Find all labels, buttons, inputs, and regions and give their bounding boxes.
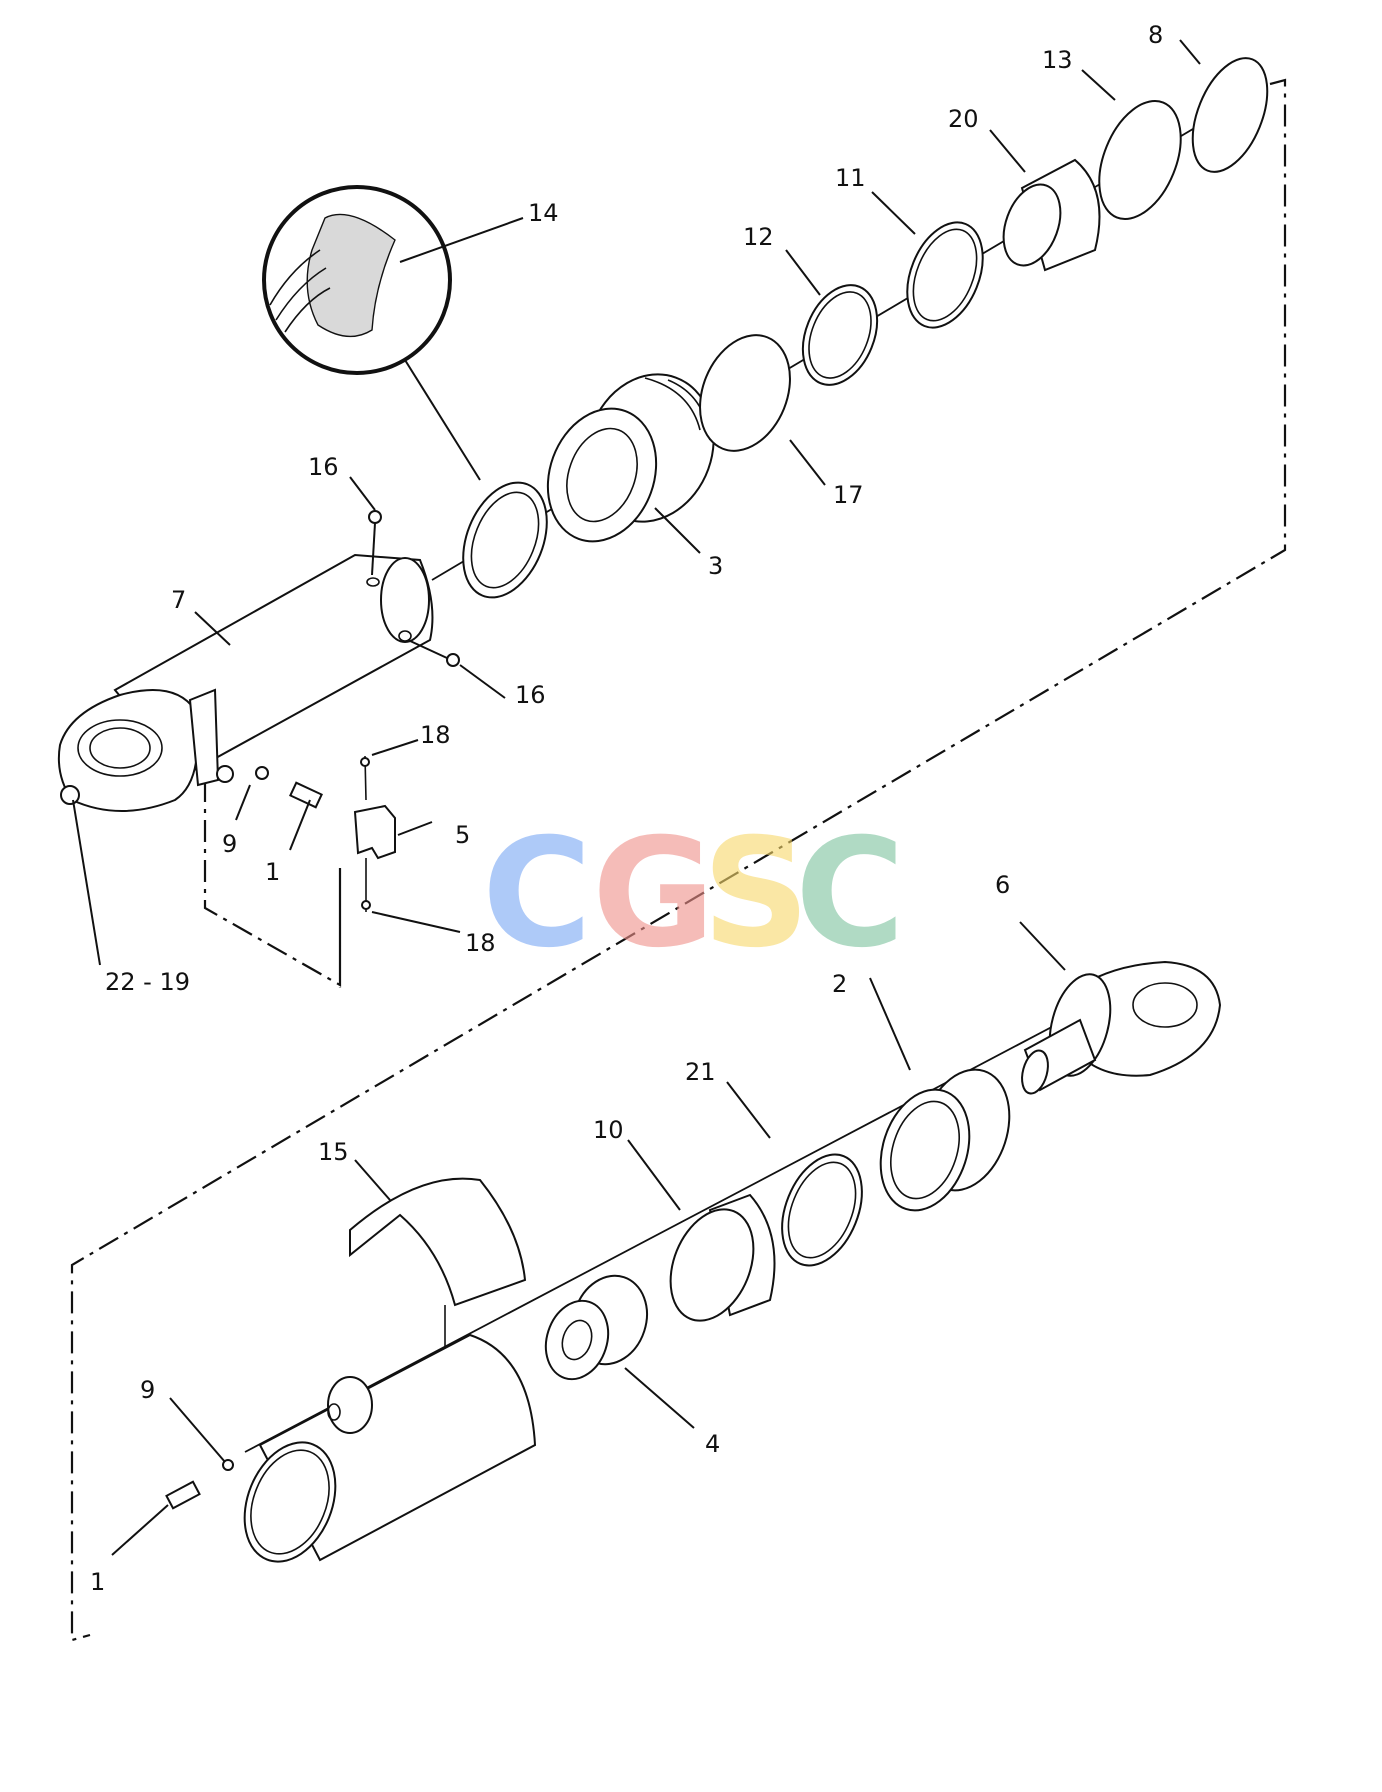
callout-14: 14 (528, 199, 559, 227)
callout-2: 2 (832, 970, 847, 998)
callout-8: 8 (1148, 21, 1163, 49)
callout-11: 11 (835, 164, 866, 192)
callout-21: 21 (685, 1058, 716, 1086)
ring-12 (801, 284, 879, 386)
callout-9-upper: 9 (222, 830, 237, 858)
callout-5: 5 (455, 821, 470, 849)
assembly-boundary-line (70, 78, 1287, 1642)
callout-18-bottom: 18 (465, 929, 496, 957)
callout-1-upper: 1 (265, 858, 280, 886)
bracket-boundary-line (203, 700, 342, 988)
callout-6: 6 (995, 871, 1010, 899)
plug (327, 1376, 373, 1434)
ring-11 (906, 221, 984, 329)
detail-magnifier (262, 185, 524, 481)
cylinder-barrel (57, 553, 434, 812)
leader-14-a (399, 217, 524, 263)
callout-15: 15 (318, 1138, 349, 1166)
callout-17: 17 (833, 481, 864, 509)
callout-1-lower: 1 (90, 1568, 105, 1596)
callout-18-top: 18 (420, 721, 451, 749)
spacer-4 (544, 1274, 648, 1381)
dowel-ball-top (368, 510, 382, 524)
piston-2 (879, 1068, 1011, 1212)
callout-22-19: 22 - 19 (105, 968, 190, 996)
callout-20: 20 (948, 105, 979, 133)
callout-12: 12 (743, 223, 774, 251)
watermark-letter-s: S (702, 807, 810, 981)
watermark-letter-c1: C (482, 807, 592, 981)
callout-7: 7 (171, 586, 186, 614)
cylinder-tube (243, 1333, 537, 1563)
callout-13: 13 (1042, 46, 1073, 74)
wear-band-10 (669, 1193, 776, 1322)
callout-16-top: 16 (308, 453, 339, 481)
bracket-part (353, 804, 396, 860)
ring-13 (1098, 99, 1182, 221)
leader-lines (72, 39, 1201, 1556)
ring-21 (781, 1153, 863, 1267)
callout-9-lower: 9 (140, 1376, 155, 1404)
seal-ring-14 (462, 481, 548, 599)
grease-fitting-lower (165, 1480, 201, 1510)
oring-17 (699, 334, 791, 452)
cgsc-watermark: C G S C (482, 807, 905, 981)
callout-10: 10 (593, 1116, 624, 1144)
callout-labels: 14 8 13 20 11 12 17 3 16 16 7 18 18 5 9 … (90, 21, 1163, 1596)
callout-16-side: 16 (515, 681, 546, 709)
seal-section-hatch (306, 213, 396, 338)
head-part-3 (546, 373, 715, 543)
oring-9-lower (222, 1459, 234, 1471)
rod-eye-6 (1021, 960, 1222, 1095)
dowel-ball-side (446, 653, 460, 667)
ring-8 (1191, 57, 1269, 173)
detail-connector-line (404, 359, 481, 481)
callout-4: 4 (705, 1430, 720, 1458)
grease-fitting-upper (216, 765, 323, 809)
shield-15 (349, 1177, 527, 1360)
watermark-letter-g: G (592, 807, 715, 981)
callout-3: 3 (708, 552, 723, 580)
watermark-letter-c2: C (795, 807, 905, 981)
bearing-20 (1002, 158, 1101, 272)
